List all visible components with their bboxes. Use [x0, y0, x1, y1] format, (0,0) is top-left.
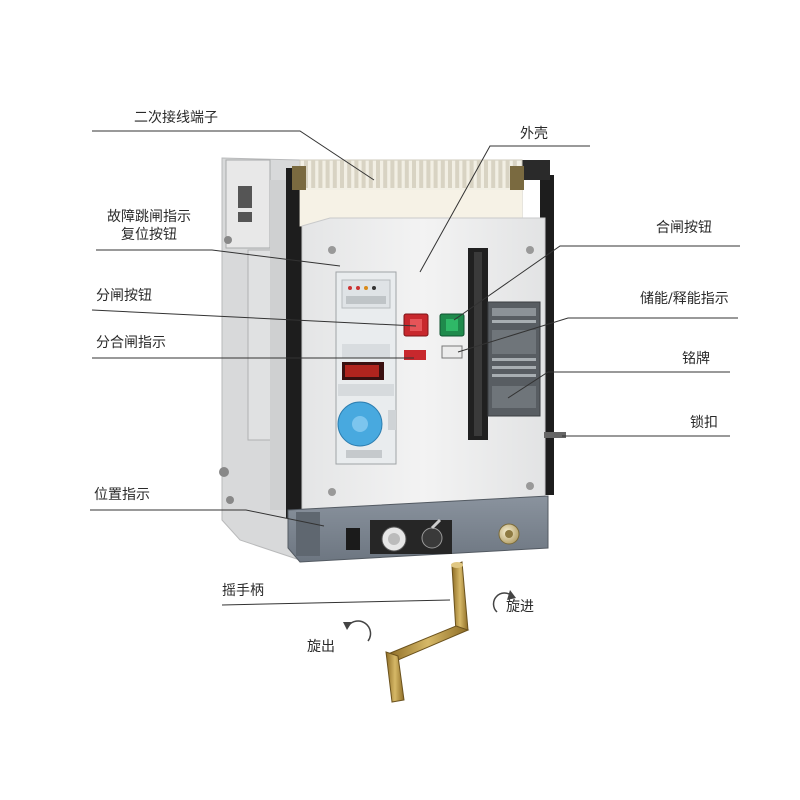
leader-open-button: [91, 309, 417, 327]
terminal-ridge: [404, 160, 409, 188]
label-position-indicator: 位置指示: [94, 487, 150, 503]
terminal-ridge: [383, 160, 388, 188]
terminal-ridge: [325, 160, 330, 188]
terminal-ridge: [390, 160, 395, 188]
label-open-close-indicator: 分合闸指示: [96, 335, 166, 351]
label-nameplate: 铭牌: [682, 351, 710, 367]
counterclockwise-arrow-icon: [343, 620, 372, 642]
leader-shell: [419, 145, 590, 273]
nameplate-plate: [487, 301, 541, 417]
terminal-ridge: [318, 160, 323, 188]
leader-energy-indicator: [457, 317, 738, 353]
label-crank-handle: 摇手柄: [222, 583, 264, 599]
leader-position-indicator: [90, 509, 325, 527]
terminal-ridge: [354, 160, 359, 188]
label-secondary-terminal: 二次接线端子: [134, 110, 218, 126]
terminal-ridge: [469, 160, 474, 188]
terminal-ridge: [397, 160, 402, 188]
label-open-button: 分闸按钮: [96, 288, 152, 304]
terminal-ridge: [448, 160, 452, 188]
terminal-ridge: [440, 160, 445, 188]
label-rotate-in: 旋进: [506, 599, 534, 615]
leader-lines: [90, 130, 740, 606]
leader-close-button: [453, 245, 740, 321]
label-energy-indicator: 储能/释能指示: [640, 291, 729, 307]
label-lock: 锁扣: [690, 415, 718, 431]
crank-handle-drawing: [385, 561, 470, 703]
leader-nameplate: [507, 371, 730, 399]
button-group: [403, 313, 465, 360]
trip-controller: [335, 271, 397, 465]
terminal-ridge: [412, 160, 416, 188]
terminal-ridge: [368, 160, 373, 188]
terminal-ridge: [340, 160, 344, 188]
terminal-ridge: [484, 160, 488, 188]
terminal-ridge: [347, 160, 352, 188]
terminal-ridge: [332, 160, 337, 188]
leader-fault-reset: [96, 249, 341, 267]
terminal-ridge: [455, 160, 460, 188]
drawer-base: [287, 495, 549, 563]
terminal-ridge: [419, 160, 424, 188]
terminal-ridge: [311, 160, 316, 188]
terminal-ridge: [433, 160, 438, 188]
label-rotate-out: 旋出: [307, 639, 335, 655]
secondary-terminal-block: [292, 159, 524, 227]
terminal-ridge: [476, 160, 481, 188]
label-shell: 外壳: [520, 126, 548, 142]
label-close-button: 合闸按钮: [656, 220, 712, 236]
leader-secondary-terminal: [92, 130, 375, 181]
terminal-ridge: [426, 160, 431, 188]
leader-crank-handle: [221, 599, 451, 606]
clockwise-arrow-icon: [492, 590, 516, 613]
terminal-ridge: [462, 160, 467, 188]
terminal-ridge: [498, 160, 503, 188]
terminal-ridge: [361, 160, 366, 188]
lock-latch: [544, 432, 566, 438]
label-fault-trip-reset-line1: 故障跳闸指示: [107, 209, 191, 225]
terminal-ridge: [491, 160, 496, 188]
label-fault-trip-reset: 故障跳闸指示 复位按钮: [94, 208, 204, 244]
label-fault-trip-reset-line2: 复位按钮: [121, 227, 177, 243]
terminal-ridge: [376, 160, 380, 188]
terminal-ridge: [505, 160, 510, 188]
